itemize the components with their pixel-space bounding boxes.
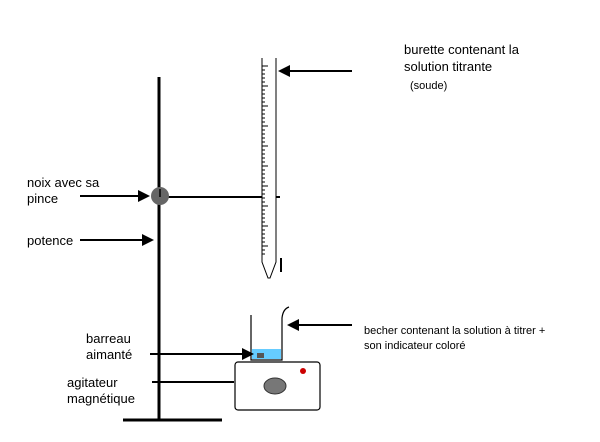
becher-arrow-head bbox=[287, 319, 299, 331]
potence-arrow-head bbox=[142, 234, 154, 246]
stirrer-knob bbox=[263, 377, 287, 395]
potence-label: potence bbox=[27, 233, 74, 248]
burette-label-line3: (soude) bbox=[410, 80, 448, 92]
barreau-label-line2: aimanté bbox=[86, 347, 133, 362]
agitateur-label-line2: magnétique bbox=[67, 391, 135, 406]
stirrer-indicator-light bbox=[300, 368, 306, 374]
burette-arrow-head bbox=[278, 65, 290, 77]
beaker-solution bbox=[252, 349, 281, 359]
burette bbox=[261, 58, 282, 279]
burette-graduations bbox=[262, 65, 268, 255]
burette-label-line1: burette contenant la bbox=[404, 42, 519, 57]
annotation-arrows bbox=[80, 65, 352, 383]
agitateur-label-line1: agitateur bbox=[67, 375, 118, 390]
barreau-label-line1: barreau bbox=[86, 331, 131, 346]
barreau-arrow-head bbox=[242, 348, 254, 360]
becher-label-line2: son indicateur coloré bbox=[364, 340, 466, 352]
noix-arrow-head bbox=[138, 190, 150, 202]
magnetic-stir-bar bbox=[257, 353, 264, 358]
beaker bbox=[250, 306, 290, 361]
becher-label-line1: becher contenant la solution à titrer + bbox=[364, 325, 546, 337]
burette-label-line2: solution titrante bbox=[404, 59, 493, 74]
magnetic-stirrer bbox=[234, 361, 321, 411]
noix-label-line2: pince bbox=[27, 191, 59, 206]
noix-label-line1: noix avec sa bbox=[27, 175, 100, 190]
